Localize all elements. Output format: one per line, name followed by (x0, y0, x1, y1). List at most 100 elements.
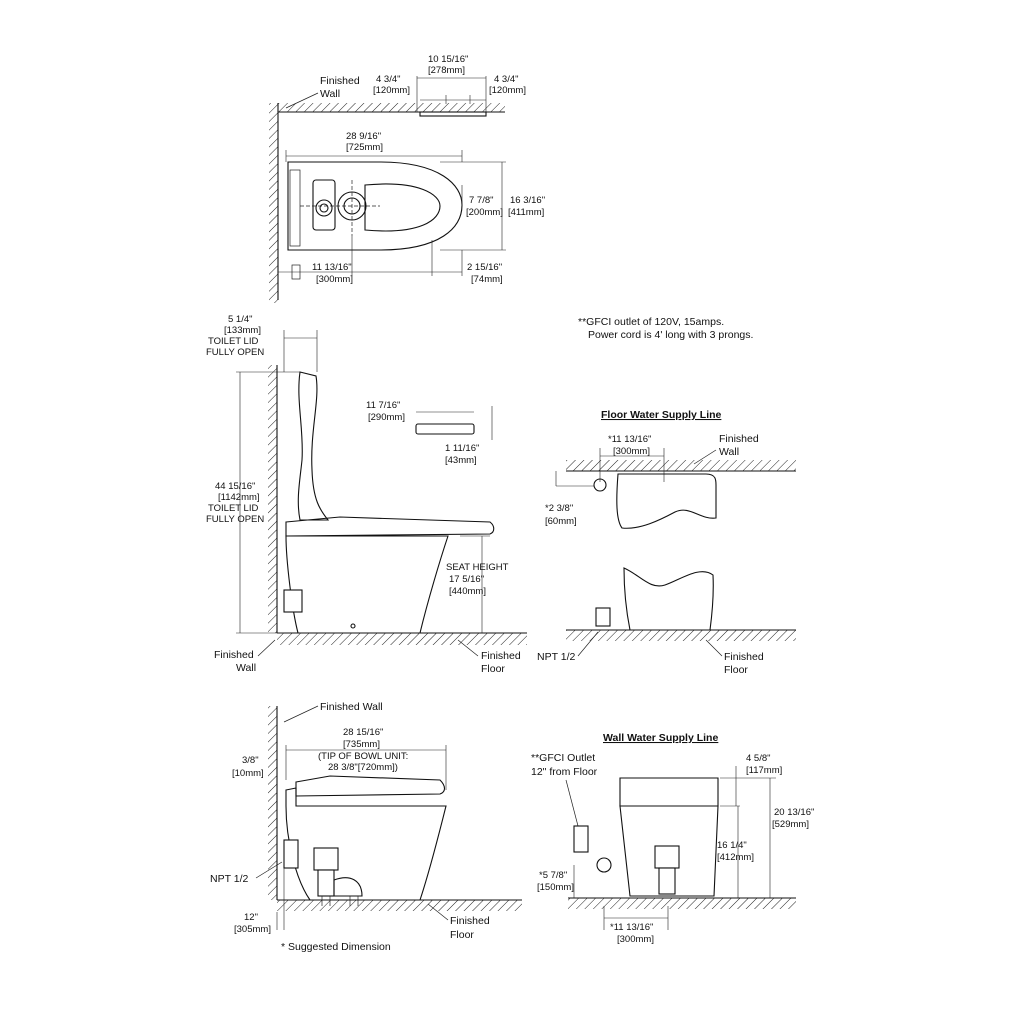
wall-supply-total: 20 13/16" (774, 807, 814, 818)
remote-right-mm: [120mm] (489, 85, 526, 96)
section-gap: 3/8" (242, 755, 259, 766)
section-floor-1: Finished (450, 915, 490, 927)
gfci-note-line1: **GFCI outlet of 120V, 15amps. (578, 316, 724, 328)
floor-supply-valve (595, 607, 611, 627)
floor-supply-floor-1: Finished (724, 651, 764, 663)
seat-height-label: SEAT HEIGHT (446, 562, 509, 573)
remote-height-mm: [43mm] (445, 455, 477, 466)
floor-supply-title: Floor Water Supply Line (601, 409, 722, 421)
section-bowl (285, 787, 447, 901)
wall-supply-rough: *11 13/16" (610, 922, 653, 933)
side-wall-label-2: Wall (236, 662, 256, 674)
section-supply: 12" (244, 912, 258, 923)
length-dim: 28 9/16" (346, 131, 381, 142)
remote-width-mm: [290mm] (368, 412, 405, 423)
supply-valve-side (283, 589, 303, 613)
wall-supply-gfci-2: 12" from Floor (531, 766, 598, 778)
section-floor-2: Floor (450, 929, 474, 941)
gfci-outlet-icon (573, 825, 589, 853)
seat-side (285, 516, 495, 537)
tip-dim: 2 15/16" (467, 262, 502, 273)
remote-width-dim: 11 7/16" (366, 400, 400, 411)
remote-total-mm: [278mm] (428, 65, 465, 76)
height-label-1: TOILET LID (208, 503, 258, 514)
floor-supply-rough: *11 13/16" (608, 434, 651, 445)
center-offset-mm: [200mm] (466, 207, 503, 218)
wall-supply-tank (619, 777, 719, 807)
wall-supply-view: Wall Water Supply Line **GFCI Outlet 12"… (531, 732, 814, 945)
floor-supply-bowl (623, 567, 714, 631)
floor-supply-npt: NPT 1/2 (537, 651, 575, 663)
wall-supply-bowl (619, 805, 719, 897)
top-view: Finished Wall 10 15/16" [278mm] 4 3/4" [… (269, 54, 545, 303)
remote-left-mm: [120mm] (373, 85, 410, 96)
center-offset-dim: 7 7/8" (469, 195, 494, 206)
remote-left-dim: 4 3/4" (376, 74, 401, 85)
flush-valve-plan (312, 179, 336, 231)
lid-depth-mm: [133mm] (224, 325, 261, 336)
wall-supply-total-mm: [529mm] (772, 819, 809, 830)
floor-supply-floor-2: Floor (724, 664, 748, 676)
section-view: Finished Wall 28 15/16" [735mm] (TIP OF … (210, 701, 522, 953)
height-mm: [1142mm] (218, 492, 260, 503)
suggested-note: * Suggested Dimension (281, 941, 391, 953)
wall-label-top: Finished (320, 75, 360, 87)
wall-supply-mid: 16 1/4" (717, 840, 747, 851)
wall-supply-valve (596, 857, 612, 873)
floor-supply-wall-1: Finished (719, 433, 759, 445)
remote-total-dim: 10 15/16" (428, 54, 468, 65)
wall-supply-pipe-mm: [150mm] (537, 882, 574, 893)
width-mm: [411mm] (508, 207, 544, 218)
section-supply-valve (283, 839, 299, 869)
floor-supply-valve-top (593, 478, 607, 492)
lid-label-2: FULLY OPEN (206, 347, 264, 358)
length-mm: [725mm] (346, 142, 383, 153)
width-dim: 16 3/16" (510, 195, 545, 206)
floor-supply-rough-mm: [300mm] (613, 446, 650, 457)
remote-holder-icon (419, 111, 487, 117)
remote-right-dim: 4 3/4" (494, 74, 519, 85)
section-supply-mm: [305mm] (234, 924, 271, 935)
wall-supply-title: Wall Water Supply Line (603, 732, 718, 744)
section-length-mm: [735mm] (343, 739, 380, 750)
rough-in-mm: [300mm] (316, 274, 353, 285)
section-seat (295, 775, 446, 797)
lid-label-1: TOILET LID (208, 336, 258, 347)
floor-supply-offset: *2 3/8" (545, 503, 573, 514)
gfci-note-line2: Power cord is 4' long with 3 prongs. (588, 329, 753, 341)
floor-supply-tank (616, 473, 717, 529)
wall-supply-top-mm: [117mm] (746, 765, 782, 776)
wall-supply-top: 4 5/8" (746, 753, 771, 764)
side-view: 5 1/4" [133mm] TOILET LID FULLY OPEN 44 … (206, 314, 527, 675)
supply-valve-plan (291, 264, 301, 280)
rough-in-dim: 11 13/16" (312, 262, 352, 273)
side-wall-label-1: Finished (214, 649, 254, 661)
tip-mm: [74mm] (471, 274, 503, 285)
section-flush-valve (313, 847, 339, 871)
floor-supply-wall-2: Wall (719, 446, 739, 458)
bowl-plan (364, 183, 441, 232)
side-floor-label-2: Floor (481, 663, 505, 675)
side-floor-label-1: Finished (481, 650, 521, 662)
section-tip-2: 28 3/8"[720mm]) (328, 762, 398, 773)
bowl-side (285, 535, 449, 634)
wall-supply-mid-mm: [412mm] (717, 852, 754, 863)
remote-height-dim: 1 11/16" (445, 443, 479, 454)
section-npt: NPT 1/2 (210, 873, 248, 885)
wall-supply-gfci-1: **GFCI Outlet (531, 752, 595, 764)
seat-height-mm: [440mm] (449, 586, 486, 597)
remote-side-icon (415, 423, 475, 435)
wall-supply-rough-mm: [300mm] (617, 934, 654, 945)
wall-hatch (269, 103, 278, 303)
section-wall-label: Finished Wall (320, 701, 383, 713)
seat-height-dim: 17 5/16" (449, 574, 484, 585)
open-lid (297, 371, 330, 521)
lid-depth-dim: 5 1/4" (228, 314, 253, 325)
floor-supply-view: Floor Water Supply Line *11 13/16" [300m… (537, 409, 796, 676)
floor-supply-offset-mm: [60mm] (545, 516, 577, 527)
section-tip-1: (TIP OF BOWL UNIT: (318, 751, 408, 762)
height-label-2: FULLY OPEN (206, 514, 264, 525)
wall-supply-pipe: *5 7/8" (539, 870, 567, 881)
section-length: 28 15/16" (343, 727, 383, 738)
